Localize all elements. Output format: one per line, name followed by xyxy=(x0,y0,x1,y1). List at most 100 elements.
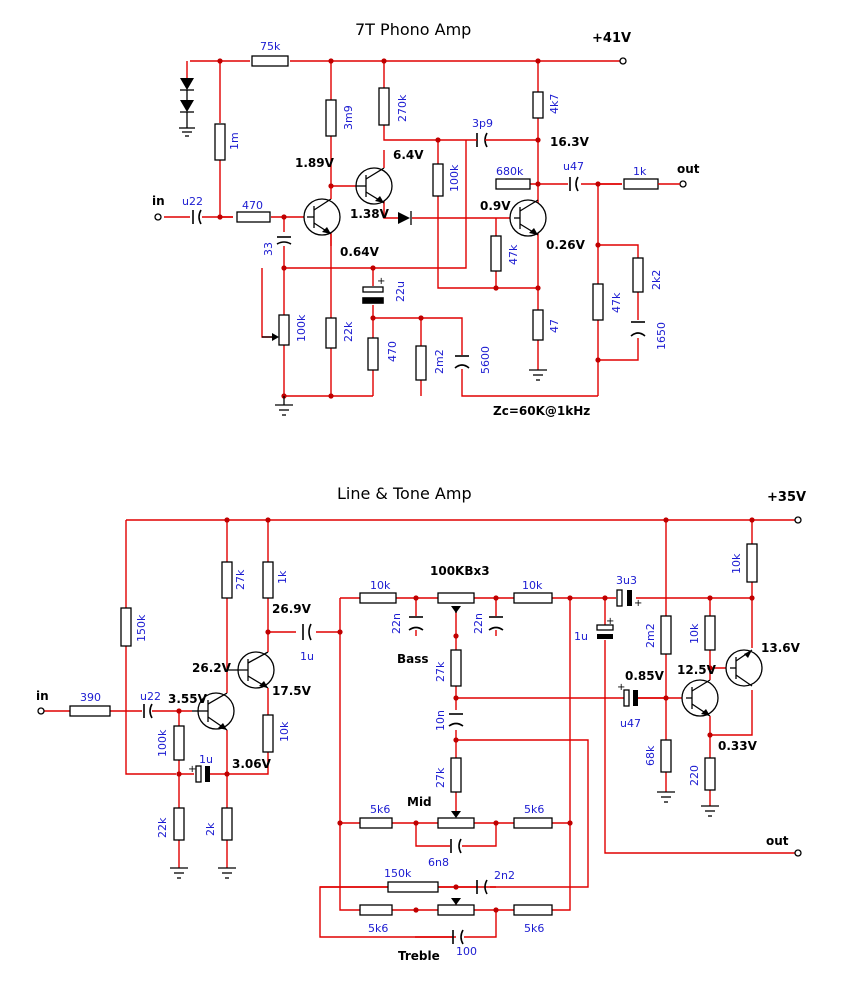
label-10k-c: 10k xyxy=(522,579,543,592)
resistor-270k xyxy=(378,87,390,126)
section-treble: Treble xyxy=(398,949,440,963)
capacitor-u47-line xyxy=(623,689,638,707)
capacitor-33 xyxy=(276,236,292,245)
svg-text:+: + xyxy=(617,682,625,693)
capacitor-2n2 xyxy=(476,879,488,895)
label-22n-b: 22n xyxy=(472,613,485,634)
capacitor-u22 xyxy=(192,209,202,225)
transistor-q1 xyxy=(303,186,341,246)
resistor-220 xyxy=(704,757,716,791)
transistor-q3 xyxy=(509,199,547,237)
label-47: 47 xyxy=(548,319,561,333)
phono-supply-terminal xyxy=(619,57,627,65)
label-220: 220 xyxy=(688,765,701,786)
resistor-390 xyxy=(69,705,111,717)
line-amp-schematic: Line & Tone Amp +35V xyxy=(36,484,806,963)
label-680k: 680k xyxy=(496,165,524,178)
voltage-0-33: 0.33V xyxy=(718,739,758,753)
label-10k-b: 10k xyxy=(370,579,391,592)
resistor-10k-a xyxy=(262,714,274,753)
svg-text:+: + xyxy=(634,598,642,609)
label-3p9: 3p9 xyxy=(472,117,493,130)
phono-supply-label: +41V xyxy=(592,31,631,46)
ground-line-c xyxy=(657,791,675,803)
label-22k: 22k xyxy=(342,321,355,342)
capacitor-5600 xyxy=(454,355,470,369)
resistor-100k xyxy=(432,163,444,197)
line-supply-terminal xyxy=(794,516,802,524)
resistor-5k6-c xyxy=(359,904,393,916)
resistor-47k-b xyxy=(592,283,604,321)
resistor-2k2 xyxy=(632,257,644,293)
section-bass: Bass xyxy=(397,652,429,666)
resistor-100k xyxy=(173,725,185,761)
phono-input-label: in xyxy=(152,194,165,208)
label-22u: 22u xyxy=(394,281,407,302)
voltage-0-85: 0.85V xyxy=(625,669,665,683)
label-u22: u22 xyxy=(182,195,203,208)
resistor-75k xyxy=(251,55,289,67)
label-2k2: 2k2 xyxy=(650,270,663,290)
diode-bias xyxy=(398,211,412,225)
label-u47: u47 xyxy=(563,160,584,173)
phono-note: Zc=60K@1kHz xyxy=(493,404,590,418)
voltage-17-5: 17.5V xyxy=(272,684,312,698)
label-1u-a: 1u xyxy=(300,650,314,663)
label-47k-a: 47k xyxy=(507,244,520,265)
resistor-3m9 xyxy=(325,99,337,137)
label-390: 390 xyxy=(80,691,101,704)
voltage-0-9: 0.9V xyxy=(480,199,511,213)
resistor-10k-d xyxy=(704,615,716,651)
resistor-1k xyxy=(623,178,659,190)
label-22n-a: 22n xyxy=(390,613,403,634)
resistor-47k-a xyxy=(490,235,502,272)
resistor-10k-c xyxy=(513,592,553,604)
label-1650: 1650 xyxy=(655,322,668,350)
label-150k-b: 150k xyxy=(384,867,412,880)
label-100: 100 xyxy=(456,945,477,958)
capacitor-3p9 xyxy=(472,132,492,148)
resistor-22k xyxy=(325,317,337,349)
voltage-12-5: 12.5V xyxy=(677,663,717,677)
label-75k: 75k xyxy=(260,40,281,53)
label-27k-a: 27k xyxy=(234,569,247,590)
pot-mid xyxy=(437,817,475,829)
phono-output-label: out xyxy=(677,162,700,176)
transistor-q6 xyxy=(681,668,719,722)
resistor-10k-e xyxy=(746,543,758,583)
resistor-27k-c xyxy=(450,757,462,793)
capacitor-3u3 xyxy=(616,589,632,607)
voltage-26-2: 26.2V xyxy=(192,661,232,675)
svg-text:+: + xyxy=(188,764,196,775)
label-5k6-b: 5k6 xyxy=(524,803,544,816)
phono-amp-schematic: 7T Phono Amp +41V xyxy=(152,20,700,418)
label-1m: 1m xyxy=(228,132,241,150)
resistor-2m2 xyxy=(660,615,672,655)
pot-bass xyxy=(437,592,475,604)
line-supply-label: +35V xyxy=(767,490,806,505)
label-10k-a: 10k xyxy=(278,721,291,742)
svg-text:+: + xyxy=(606,616,614,627)
transistor-q5 xyxy=(227,648,275,690)
transistor-q4 xyxy=(192,646,235,731)
label-470-emitter: 470 xyxy=(386,341,399,362)
ground-line-b xyxy=(218,867,236,879)
label-22k-line: 22k xyxy=(156,817,169,838)
resistor-68k xyxy=(660,739,672,773)
label-3m9: 3m9 xyxy=(342,105,355,130)
resistor-470-emitter xyxy=(367,337,379,371)
capacitor-1u-c xyxy=(596,624,614,639)
voltage-26-9: 26.9V xyxy=(272,602,312,616)
capacitor-22u xyxy=(362,286,384,304)
pot-100k xyxy=(278,314,290,346)
voltage-0-26: 0.26V xyxy=(546,238,586,252)
line-input-terminal xyxy=(37,707,45,715)
phono-title: 7T Phono Amp xyxy=(355,20,471,39)
label-27k-b: 27k xyxy=(434,661,447,682)
label-270k: 270k xyxy=(396,94,409,122)
ground-phono-b xyxy=(529,369,547,381)
resistor-5k6-a xyxy=(359,817,393,829)
label-33: 33 xyxy=(262,242,275,256)
label-2k: 2k xyxy=(204,822,217,836)
